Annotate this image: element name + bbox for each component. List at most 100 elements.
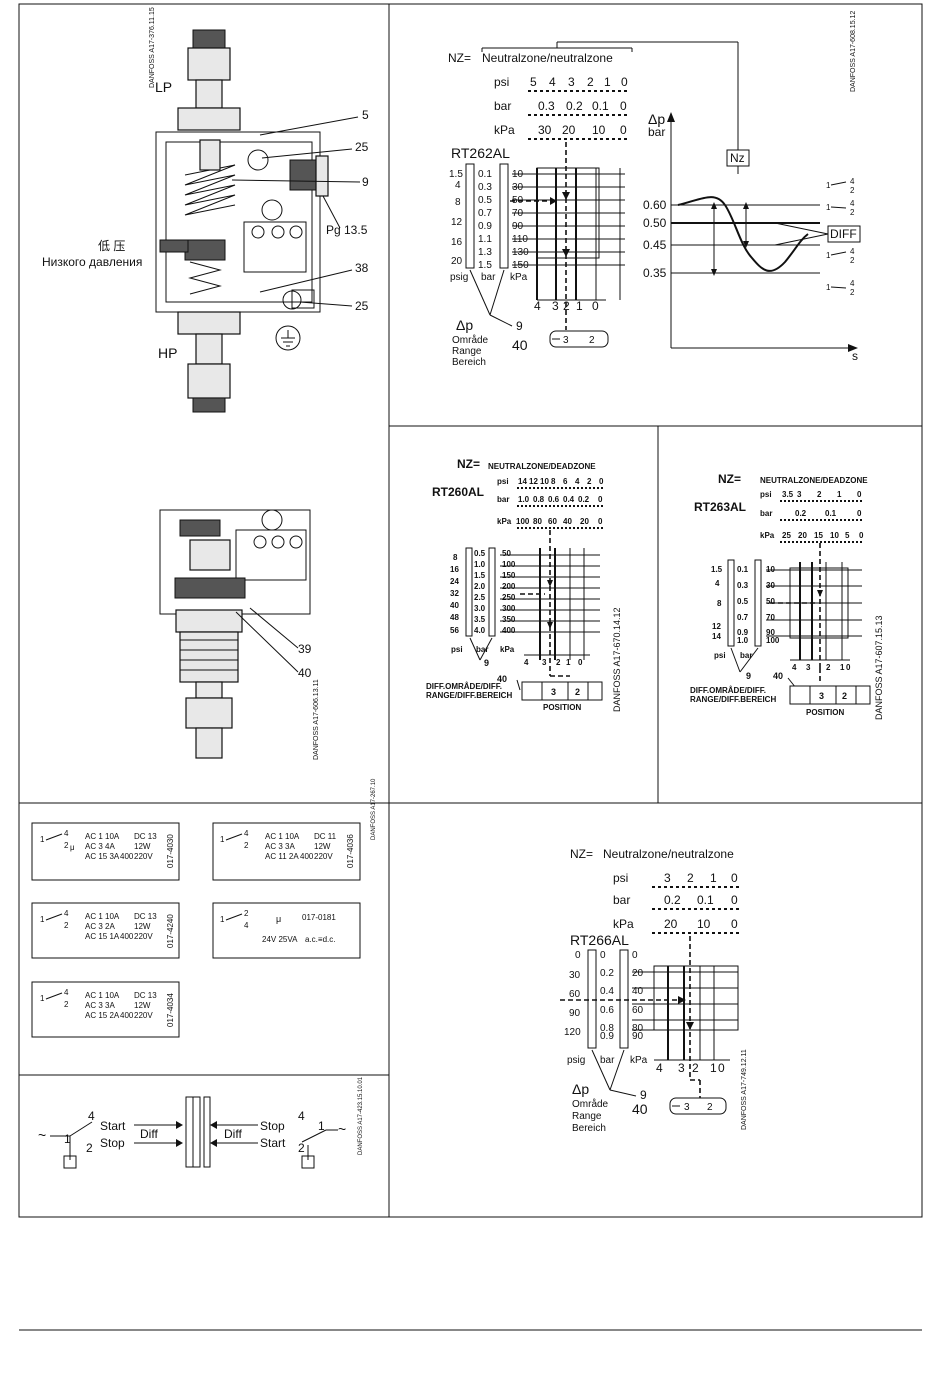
callout-39: 39 — [298, 642, 312, 656]
svg-text:2: 2 — [244, 909, 249, 918]
rt263-kpa-value: 0 — [859, 531, 864, 540]
contact-label-0181: 1 2 4 μ 017-0181 24V 25VA a.c.≡d.c. — [212, 902, 361, 959]
rt260-psi-value: 2 — [587, 477, 592, 486]
rt260-unit-kpa: kPa — [500, 645, 515, 654]
rt260-kpa-value: 100 — [516, 517, 530, 526]
rt262-unit-bar: bar — [481, 272, 496, 283]
rt262-scale: NZ= Neutralzone/neutralzone psi 5 4 3 2 … — [448, 11, 857, 368]
svg-text:017-4030: 017-4030 — [166, 834, 175, 868]
rt263-kpa-tick: 10 — [766, 565, 775, 574]
rt262-psi-tick: 4 — [455, 180, 461, 191]
rt263-bar-tick: 0.5 — [737, 597, 749, 606]
rt262-bar-tick: 0.1 — [478, 169, 492, 180]
rt263-kpa-label: kPa — [760, 531, 775, 540]
rt260-position-box — [521, 681, 603, 701]
rt262-psi-tick: 12 — [451, 217, 463, 228]
rt262-psi-value: 0 — [621, 75, 628, 89]
rt266-range-line: Bereich — [572, 1123, 606, 1134]
rt266-kpa-value: 20 — [664, 917, 678, 931]
contact-labels: 1 4 2 μ AC 1 10A AC 3 4A AC 15 3A 400 DC… — [31, 778, 377, 1038]
page-frame — [18, 3, 923, 1331]
svg-text:12W: 12W — [134, 842, 151, 851]
rt263-kpa-tick: 50 — [766, 597, 775, 606]
svg-text:400: 400 — [120, 1011, 134, 1020]
callout-25: 25 — [355, 140, 369, 154]
rt266-kpa-tick: 0 — [632, 950, 638, 961]
rt266-bar-tick: 0.2 — [600, 968, 614, 979]
rt262-knob-3: 3 — [563, 335, 569, 346]
contact-row: AC 11 2A — [265, 852, 299, 861]
rt266-position: 0 — [718, 1061, 725, 1075]
rt262-unit-psig: psig — [450, 272, 468, 283]
svg-text:017-4240: 017-4240 — [166, 914, 175, 948]
rt263-kpa-value: 10 — [830, 531, 839, 540]
rt262-unit-kpa: kPa — [510, 272, 528, 283]
svg-text:2: 2 — [850, 288, 855, 297]
rt260-diff-line: RANGE/DIFF.BEREICH — [426, 691, 512, 700]
rt260-psi-tick: 24 — [450, 577, 459, 586]
rt263-unit-bar: bar — [740, 651, 752, 660]
rt263-bar-tick: 0.9 — [737, 628, 749, 637]
rt263-psi-tick: 1.5 — [711, 565, 723, 574]
rt260-position: 4 — [524, 658, 529, 667]
contact-row: AC 1 10A — [85, 912, 120, 921]
rt263-knob-2: 2 — [842, 691, 847, 701]
lp-russian-label: Низкого давления — [42, 255, 142, 269]
ss-pin-1-right: 1 — [318, 1119, 325, 1133]
svg-text:220V: 220V — [134, 852, 153, 861]
svg-text:~: ~ — [338, 1121, 346, 1137]
rt260-kpa-tick: 200 — [502, 582, 516, 591]
contact-label-4240: 1 4 2 AC 1 10A AC 3 2A AC 15 1A 400 DC 1… — [31, 902, 180, 959]
svg-text:1: 1 — [826, 203, 831, 212]
rt260-scale: NZ= NEUTRALZONE/DEADZONE RT260AL psi 14 … — [426, 457, 622, 712]
rt260-bar-tick: 2.0 — [474, 582, 486, 591]
ss-start-right: Start — [260, 1136, 286, 1150]
rt260-bar-label: bar — [497, 495, 509, 504]
rt262-bar-tick: 1.1 — [478, 234, 492, 245]
svg-text:4: 4 — [64, 988, 69, 997]
rt260-bar-tick: 4.0 — [474, 626, 486, 635]
rt260-kpa-value: 60 — [548, 517, 557, 526]
rt263-psi-tick: 12 — [712, 622, 721, 631]
start-stop-diagram: ~ 4 1 2 Start Stop Diff Diff Stop Start … — [38, 1076, 364, 1169]
rt262-range-line: Range — [452, 346, 482, 357]
rt260-nz-text: NEUTRALZONE/DEADZONE — [488, 462, 596, 471]
rt262-bar-value: 0.2 — [566, 99, 583, 113]
rt260-psi-tick: 32 — [450, 589, 459, 598]
rt262-psi-value: 1 — [604, 75, 611, 89]
svg-text:220V: 220V — [134, 932, 153, 941]
rt266-callout-9: 9 — [640, 1088, 647, 1102]
rt262-psi-tick: 20 — [451, 256, 463, 267]
rt260-psi-value: 8 — [551, 477, 556, 486]
rt266-position: 2 — [692, 1061, 699, 1075]
rt260-diff-line: DIFF.OMRÅDE/DIFF. — [426, 682, 502, 691]
svg-text:a.c.≡d.c.: a.c.≡d.c. — [305, 935, 335, 944]
rt262-bar-tick: 0.7 — [478, 208, 492, 219]
rt263-kpa-value: 20 — [798, 531, 807, 540]
rt262-bar-tick: 1.3 — [478, 247, 492, 258]
rt262-psi-value: 5 — [530, 75, 537, 89]
callout-9: 9 — [362, 175, 369, 189]
svg-text:2: 2 — [850, 208, 855, 217]
rt266-psi-label: psi — [613, 871, 628, 885]
svg-text:DC 13: DC 13 — [134, 991, 157, 1000]
rt263-bar-tick: 0.1 — [737, 565, 749, 574]
rt266-range-line: Område — [572, 1098, 609, 1110]
rt263-kpa-tick: 30 — [766, 581, 775, 590]
rt266-range-line: Range — [572, 1111, 602, 1122]
rt262-range-line: Område — [452, 334, 489, 346]
ss-pin-2-right: 2 — [298, 1141, 305, 1155]
ss-stop-right: Stop — [260, 1119, 285, 1133]
device-2-drawing — [159, 509, 311, 759]
rt263-position: 0 — [846, 663, 851, 672]
rt262-kpa-value: 10 — [592, 123, 606, 137]
contact-label-4036: 1 4 2 AC 1 10A AC 3 3A AC 11 2A 400 DC 1… — [212, 822, 361, 881]
rt260-kpa-tick: 300 — [502, 604, 516, 613]
rt262-position: 2 — [563, 299, 570, 313]
rt260-nz-label: NZ= — [457, 457, 480, 471]
rt263-unit-psi: psi — [714, 651, 726, 660]
rt266-unit-kpa: kPa — [630, 1055, 648, 1066]
graph-ylabel-unit: bar — [648, 125, 665, 139]
rt260-bar-value: 0.6 — [548, 495, 560, 504]
ss-code: DANFOSS A17-423.15.10.01 — [358, 1076, 364, 1155]
